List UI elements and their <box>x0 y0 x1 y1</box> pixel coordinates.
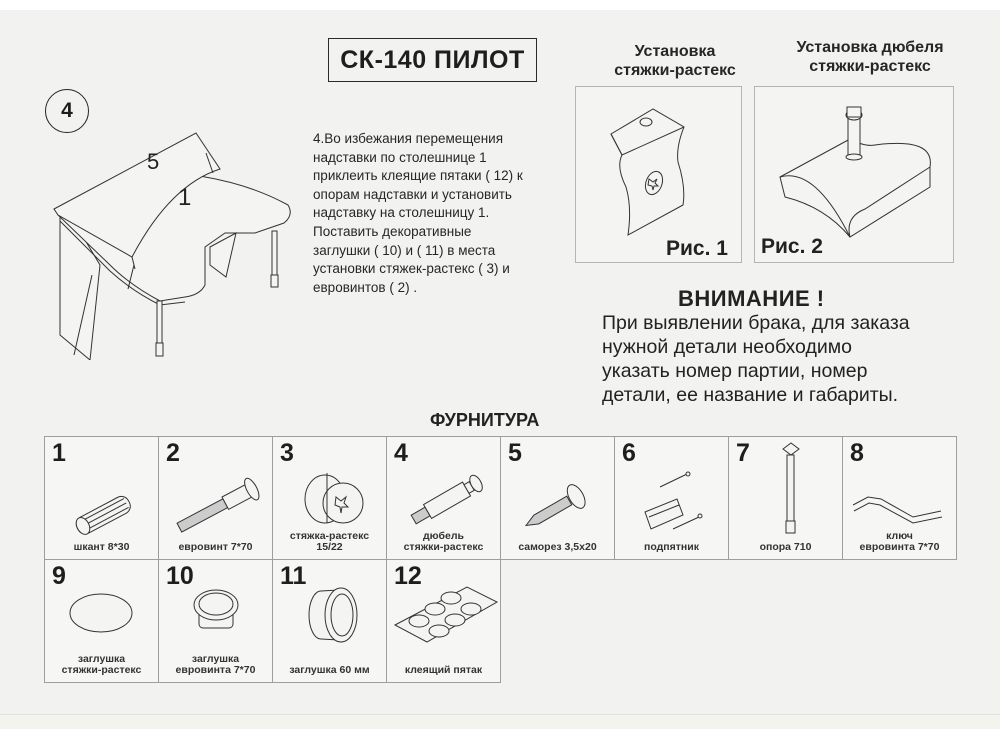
hardware-item-euroscrew: 2 евровинт 7*70 <box>158 436 273 560</box>
dowel-icon <box>75 495 131 535</box>
desk-assembly-illustration: 5 1 <box>53 132 291 360</box>
item-number: 11 <box>280 562 307 590</box>
cam-dowel-installation-illustration: Рис. 2 <box>761 106 931 258</box>
item-label: стяжка-растекс 15/22 <box>289 530 370 553</box>
leg-support-icon <box>782 442 800 534</box>
item-number: 12 <box>394 562 422 590</box>
item-number: 4 <box>394 439 408 467</box>
hardware-item-grommet: 11 заглушка 60 мм <box>272 559 387 683</box>
document-title: СК-140 ПИЛОТ <box>328 38 537 82</box>
item-label: заглушка стяжки-растекс <box>61 653 142 676</box>
item-number: 1 <box>52 439 66 467</box>
hardware-item-cam-lock: 3 стяжка-растекс 15/22 <box>272 436 387 560</box>
cap-plug-icon <box>193 589 239 629</box>
hardware-item-cap-plug: 10 заглушка евровинта 7*70 <box>158 559 273 683</box>
figure-2-label: Рис. 2 <box>761 235 823 258</box>
figure-1-label: Рис. 1 <box>666 237 728 260</box>
hardware-item-leg-support: 7 опора 710 <box>728 436 843 560</box>
item-number: 2 <box>166 439 180 467</box>
hardware-item-hex-key: 8 ключ евровинта 7*70 <box>842 436 957 560</box>
hardware-item-glide-pad: 6 подпятник <box>614 436 729 560</box>
hex-key-icon <box>852 496 943 524</box>
cam-lock-icon <box>304 473 364 524</box>
wood-screw-icon <box>524 484 586 527</box>
item-label: клеящий пятак <box>404 664 483 676</box>
item-label: подпятник <box>644 541 699 553</box>
item-number: 6 <box>622 439 636 467</box>
cam-dowel-icon <box>410 474 483 525</box>
figure-2-panel: Рис. 2 <box>754 86 954 263</box>
hardware-item-dowel: 1 шкант 8*30 <box>44 436 159 560</box>
item-label: евровинт 7*70 <box>178 541 253 553</box>
hardware-row-2: 9 заглушка стяжки-растекс 10 заглушка ев… <box>44 559 974 683</box>
item-label: заглушка евровинта 7*70 <box>175 653 256 676</box>
cap-disc-icon <box>69 593 133 633</box>
item-label: ключ евровинта 7*70 <box>859 530 940 553</box>
assembly-instruction: 4.Во избежания перемещения надставки по … <box>313 131 523 295</box>
item-label: дюбель стяжки-растекс <box>403 530 484 553</box>
glide-pad-icon <box>644 471 703 530</box>
item-label: заглушка 60 мм <box>289 664 370 676</box>
desk-label-shelf: 5 <box>147 149 159 174</box>
item-number: 9 <box>52 562 66 590</box>
item-label: опора 710 <box>759 541 812 553</box>
hardware-item-cap-disc: 9 заглушка стяжки-растекс <box>44 559 159 683</box>
hardware-row-1: 1 шкант 8*30 2 евровинт 7*70 3 стяжка-ра… <box>44 436 974 560</box>
figure-1-panel: Рис. 1 <box>575 86 742 263</box>
item-number: 10 <box>166 562 194 590</box>
item-number: 8 <box>850 439 864 467</box>
item-label: саморез 3,5x20 <box>518 541 597 553</box>
desk-label-tabletop: 1 <box>178 184 191 211</box>
figure-2-title: Установка дюбеля стяжки-растекс <box>796 39 944 75</box>
hardware-item-wood-screw: 5 саморез 3,5x20 <box>500 436 615 560</box>
step-number-badge: 4 <box>45 89 89 133</box>
euroscrew-icon <box>176 477 260 533</box>
hardware-item-cam-dowel: 4 дюбель стяжки-растекс <box>386 436 501 560</box>
cam-lock-installation-illustration: Рис. 1 <box>610 108 728 260</box>
item-number: 5 <box>508 439 522 467</box>
page-edge <box>0 714 1000 729</box>
attention-heading: ВНИМАНИЕ ! <box>678 286 825 311</box>
hardware-grid: 1 шкант 8*30 2 евровинт 7*70 3 стяжка-ра… <box>44 436 974 683</box>
hardware-heading: ФУРНИТУРА <box>430 410 540 430</box>
adhesive-pads-icon <box>393 586 499 643</box>
figure-1-title: Установка стяжки-растекс <box>614 43 736 79</box>
attention-text: При выявлении брака, для заказа нужной д… <box>602 312 910 406</box>
item-number: 7 <box>736 439 750 467</box>
item-number: 3 <box>280 439 294 467</box>
item-label: шкант 8*30 <box>73 541 130 553</box>
hardware-item-adhesive-pads: 12 клеящий пятак <box>386 559 501 683</box>
grommet-icon <box>308 587 358 643</box>
